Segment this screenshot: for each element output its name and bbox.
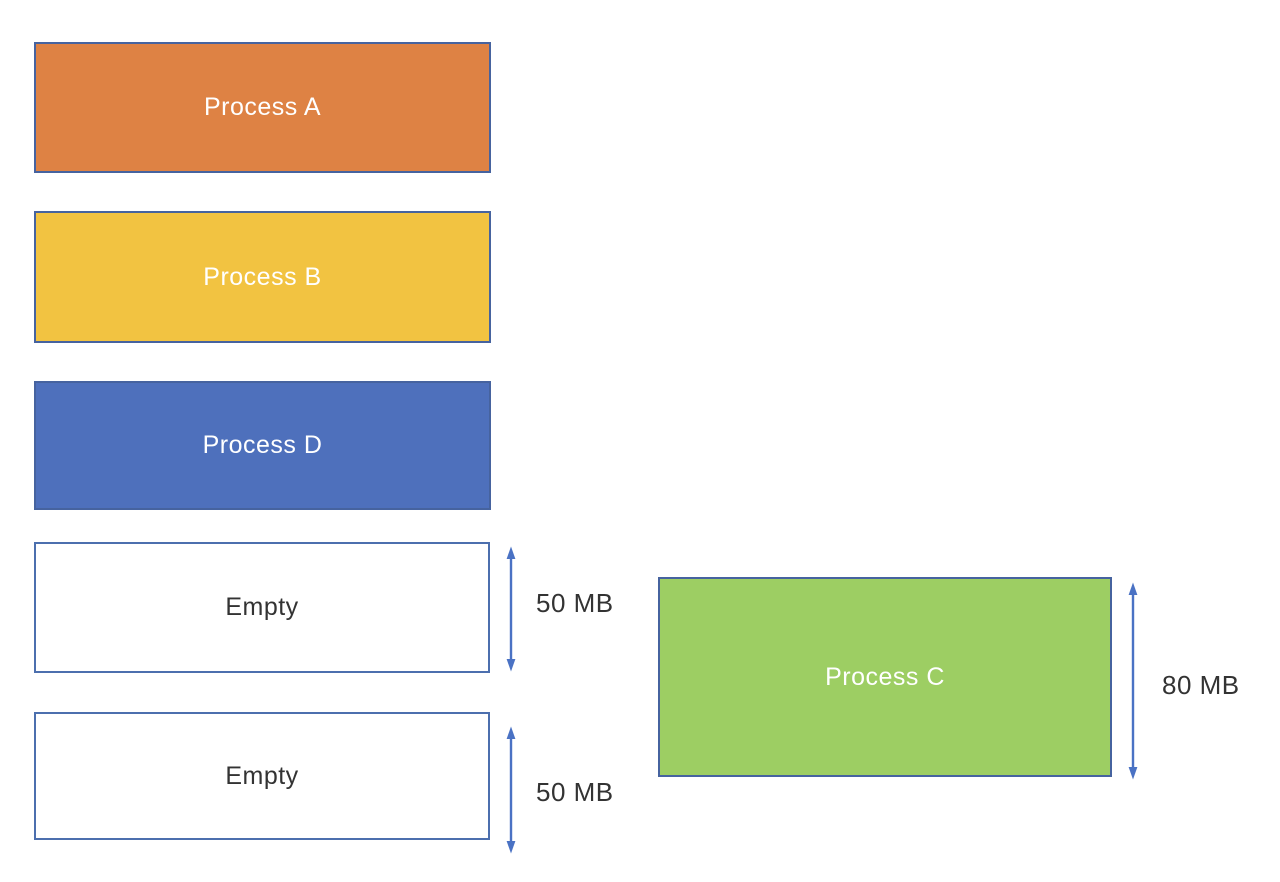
updown-arrow-icon-empty-2 — [506, 726, 516, 854]
updown-arrow-icon-empty-1 — [506, 546, 516, 672]
block-empty-1-label: Empty — [225, 593, 299, 621]
block-process-c-label: Process C — [825, 662, 945, 691]
size-label-empty-2: 50 MB — [536, 777, 614, 807]
block-process-c: Process C — [658, 577, 1112, 777]
block-process-b: Process B — [34, 211, 491, 343]
block-process-a-label: Process A — [203, 93, 322, 121]
block-empty-2-label: Empty — [225, 761, 299, 790]
block-empty-2: Empty — [34, 712, 490, 840]
updown-arrow-icon-process-c — [1128, 582, 1138, 780]
block-process-a: Process A — [34, 42, 491, 173]
block-process-d-label: Process D — [202, 431, 323, 459]
block-process-b-label: Process B — [203, 262, 322, 291]
size-label-empty-1: 50 MB — [536, 588, 614, 618]
size-label-process-c: 80 MB — [1162, 670, 1240, 700]
block-empty-1: Empty — [34, 542, 490, 673]
block-process-d: Process D — [34, 381, 491, 510]
